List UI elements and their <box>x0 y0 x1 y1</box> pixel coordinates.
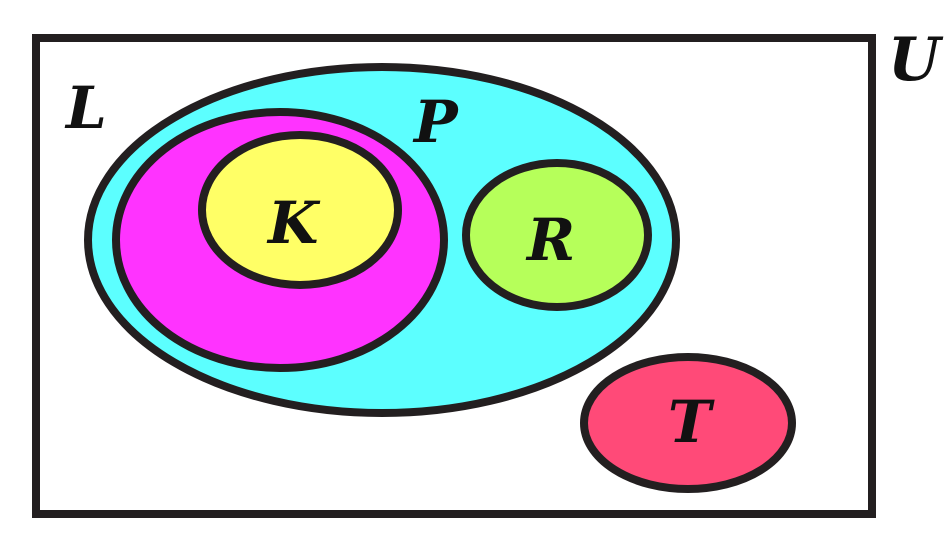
label-universe: U <box>888 25 944 95</box>
set-K-ellipse <box>198 131 402 289</box>
label-R: R <box>525 206 575 274</box>
set-T-ellipse <box>580 353 796 493</box>
label-L: L <box>64 74 107 142</box>
label-P: P <box>412 88 459 156</box>
set-R-ellipse <box>462 159 652 311</box>
label-T: T <box>668 388 715 456</box>
label-K: K <box>266 189 321 257</box>
